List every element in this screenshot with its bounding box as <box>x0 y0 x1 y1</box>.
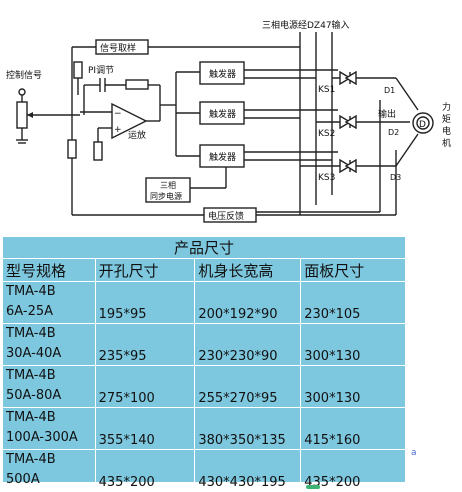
trigger-2 <box>199 101 245 125</box>
thyristor-ks3 <box>300 158 372 174</box>
product-size-table: 产品尺寸 型号规格 开孔尺寸 机身长宽高 面板尺寸 TMA-4B 6A-25A 1… <box>2 236 406 492</box>
thyristor-ks2 <box>316 114 372 130</box>
table-row: TMA-4B 6A-25A 195*95 200*192*90 230*105 <box>2 281 406 324</box>
d2-label: D2 <box>388 128 399 137</box>
voltage-feedback-label: 电压反馈 <box>208 210 244 222</box>
header-model: 型号规格 <box>2 258 96 282</box>
hole-size: 355*140 <box>94 407 196 450</box>
op-amp-symbol <box>111 102 148 140</box>
motor-label-2: 矩 <box>442 113 451 125</box>
corner-mark: a <box>411 448 417 458</box>
hole-size: 195*95 <box>94 281 196 324</box>
table-row: TMA-4B 30A-40A 235*95 230*230*90 300*130 <box>2 323 406 366</box>
body-size: 230*230*90 <box>194 323 302 366</box>
model-current: 100A-300A <box>6 430 78 445</box>
body-size: 200*192*90 <box>194 281 302 324</box>
trigger-3 <box>199 144 245 168</box>
panel-size: 300*130 <box>300 323 406 366</box>
panel-size: 415*160 <box>300 407 406 450</box>
sync-power-line2: 同步电源 <box>150 191 182 201</box>
ks3-label: KS3 <box>318 173 335 183</box>
table-header-row: 型号规格 开孔尺寸 机身长宽高 面板尺寸 <box>2 258 406 282</box>
trigger-1-label: 触发器 <box>209 68 236 80</box>
sync-power-box <box>145 177 191 203</box>
d1-label: D1 <box>384 86 395 95</box>
header-panel: 面板尺寸 <box>300 258 406 282</box>
hole-size: 435*200 <box>94 449 196 492</box>
op-amp-label: 运放 <box>128 129 146 141</box>
trigger-1 <box>199 61 245 85</box>
d3-label: D3 <box>390 173 401 182</box>
model-current: 30A-40A <box>6 346 62 361</box>
hole-size: 235*95 <box>94 323 196 366</box>
motor-label-1: 力 <box>442 101 451 113</box>
table-row: TMA-4B 50A-80A 275*100 255*270*95 300*130 <box>2 365 406 408</box>
body-size: 255*270*95 <box>194 365 302 408</box>
motor-label-3: 电 <box>442 125 451 137</box>
table-row: TMA-4B 100A-300A 355*140 380*350*135 415*… <box>2 407 406 450</box>
potentiometer <box>16 101 28 129</box>
model-series: TMA-4B <box>6 452 56 467</box>
body-size: 430*430*195 <box>194 449 302 492</box>
op-amp-plus: + <box>114 125 122 135</box>
trigger-2-label: 触发器 <box>209 108 236 120</box>
motor-label-4: 机 <box>442 137 451 149</box>
green-badge-icon <box>306 485 320 489</box>
motor-symbol: D <box>419 120 426 130</box>
control-circuit-diagram: 三相电源经DZ47输入 控制信号 信号取样 PI调节 − + 运放 触发器 <box>6 19 451 223</box>
ks2-label: KS2 <box>318 129 335 139</box>
panel-size: 230*105 <box>300 281 406 324</box>
control-signal-label: 控制信号 <box>6 69 42 81</box>
input-terminal-icon <box>18 88 26 96</box>
ks1-label: KS1 <box>318 85 335 95</box>
model-series: TMA-4B <box>6 326 56 341</box>
thyristor-ks1 <box>332 70 372 86</box>
model-series: TMA-4B <box>6 284 56 299</box>
header-body: 机身长宽高 <box>194 258 302 282</box>
panel-size: 300*130 <box>300 365 406 408</box>
panel-size: 435*200 <box>300 449 406 492</box>
sync-power-line1: 三相 <box>160 180 176 190</box>
header-hole: 开孔尺寸 <box>94 258 196 282</box>
pi-regulator-label: PI调节 <box>88 65 114 76</box>
power-input-label: 三相电源经DZ47输入 <box>262 19 350 31</box>
model-current: 500A <box>6 472 40 487</box>
table-row: TMA-4B 500A 435*200 430*430*195 435*200 <box>2 449 406 492</box>
signal-sample-label: 信号取样 <box>100 42 136 54</box>
model-current: 50A-80A <box>6 388 62 403</box>
model-series: TMA-4B <box>6 410 56 425</box>
model-current: 6A-25A <box>6 304 54 319</box>
body-size: 380*350*135 <box>194 407 302 450</box>
table-title: 产品尺寸 <box>2 236 406 259</box>
model-series: TMA-4B <box>6 368 56 383</box>
op-amp-minus: − <box>114 109 122 119</box>
output-label: 输出 <box>378 108 396 120</box>
hole-size: 275*100 <box>94 365 196 408</box>
trigger-3-label: 触发器 <box>209 151 236 163</box>
